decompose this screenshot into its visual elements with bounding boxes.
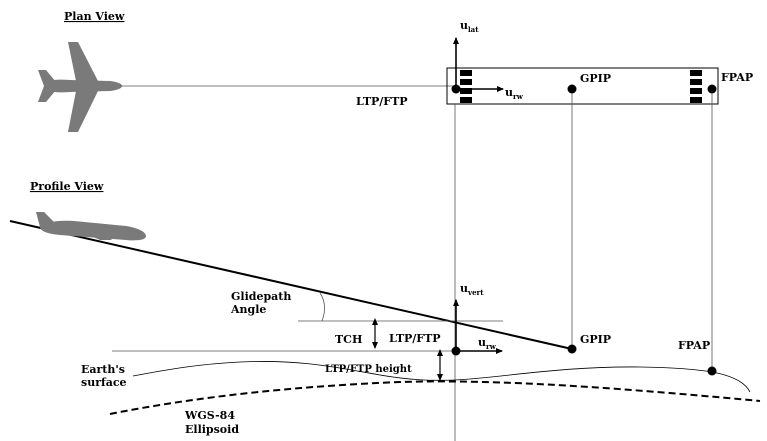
plan-runway bbox=[446, 67, 719, 105]
ltp-height-label: LTP/FTP height bbox=[325, 364, 412, 375]
profile-aircraft-icon bbox=[36, 212, 146, 241]
earth-surface-curve bbox=[132, 361, 751, 393]
plan-threshold-bars-left bbox=[460, 70, 472, 103]
wgs84-ellipsoid-curve bbox=[109, 380, 761, 415]
plan-gpip-point bbox=[567, 84, 577, 94]
profile-fpap-label: FPAP bbox=[678, 339, 710, 352]
plan-ltp-point bbox=[451, 84, 461, 94]
plan-fpap-point bbox=[707, 84, 717, 94]
profile-gpip-label: GPIP bbox=[580, 333, 611, 346]
profile-view-title: Profile View bbox=[30, 180, 104, 193]
plan-u-rw-label: urw bbox=[505, 86, 524, 101]
profile-gpip-point bbox=[567, 344, 577, 354]
glidepath-angle-arc bbox=[319, 292, 325, 322]
wgs84-label-1: WGS-84 bbox=[184, 409, 235, 422]
glidepath-line bbox=[9, 220, 573, 350]
profile-ltp-label: LTP/FTP bbox=[389, 332, 441, 345]
wgs84-label-2: Ellipsoid bbox=[185, 423, 239, 436]
earth-surface-label-2: surface bbox=[81, 376, 127, 389]
plan-threshold-bars-right bbox=[690, 70, 702, 103]
glidepath-angle-label-1: Glidepath bbox=[231, 290, 291, 303]
profile-ltp-point bbox=[451, 346, 461, 356]
plan-view-title: Plan View bbox=[64, 10, 125, 23]
glidepath-angle-label-2: Angle bbox=[230, 303, 266, 316]
plan-ltp-label: LTP/FTP bbox=[356, 95, 408, 108]
tch-label: TCH bbox=[335, 333, 362, 346]
profile-u-rw-label: urw bbox=[478, 336, 497, 351]
profile-u-vert-label: uvert bbox=[460, 282, 484, 297]
plan-aircraft-icon bbox=[38, 42, 122, 132]
plan-u-lat-label: ulat bbox=[460, 19, 479, 34]
plan-fpap-label: FPAP bbox=[721, 71, 753, 84]
profile-fpap-point bbox=[707, 366, 717, 376]
earth-surface-label-1: Earth's bbox=[81, 363, 125, 376]
plan-gpip-label: GPIP bbox=[580, 72, 611, 85]
